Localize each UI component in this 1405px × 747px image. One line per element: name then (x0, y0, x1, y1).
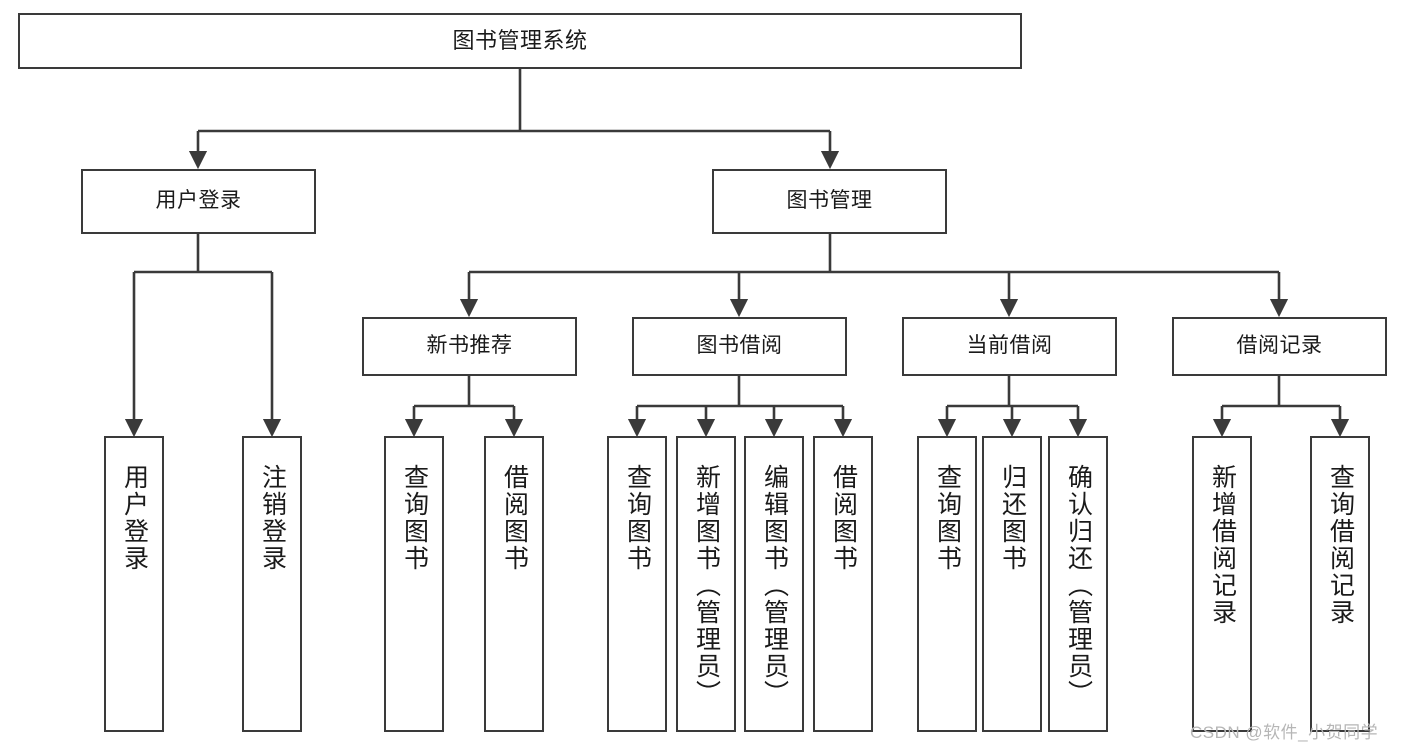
leaf-add-book-admin-label: 新增图书（管理员） (692, 464, 721, 707)
leaf-borrow-book-newbook-label: 借阅图书 (500, 464, 529, 572)
leaf-borrow-book-newbook[interactable]: 借阅图书 (484, 436, 544, 732)
leaf-borrow-book[interactable]: 借阅图书 (813, 436, 873, 732)
node-root-label: 图书管理系统 (452, 28, 588, 54)
leaf-confirm-return-admin[interactable]: 确认归还（管理员） (1048, 436, 1108, 732)
node-new-book-recommend[interactable]: 新书推荐 (362, 317, 577, 376)
leaf-edit-book-admin-label: 编辑图书（管理员） (760, 464, 789, 707)
node-current-borrow[interactable]: 当前借阅 (902, 317, 1117, 376)
node-current-borrow-label: 当前借阅 (966, 334, 1053, 358)
node-book-management-label: 图书管理 (786, 189, 873, 213)
leaf-return-book[interactable]: 归还图书 (982, 436, 1042, 732)
leaf-query-borrow-record[interactable]: 查询借阅记录 (1310, 436, 1370, 732)
leaf-user-login[interactable]: 用户登录 (104, 436, 164, 732)
leaf-query-book-borrow[interactable]: 查询图书 (607, 436, 667, 732)
node-root[interactable]: 图书管理系统 (18, 13, 1022, 69)
node-book-borrow[interactable]: 图书借阅 (632, 317, 847, 376)
leaf-logout-label: 注销登录 (258, 464, 287, 572)
node-new-book-recommend-label: 新书推荐 (426, 334, 513, 358)
node-borrow-records-label: 借阅记录 (1236, 334, 1323, 358)
leaf-add-borrow-record-label: 新增借阅记录 (1208, 464, 1237, 626)
leaf-add-book-admin[interactable]: 新增图书（管理员） (676, 436, 736, 732)
csdn-watermark: CSDN @软件_小贺同学 (1190, 723, 1379, 742)
leaf-query-book-current-label: 查询图书 (933, 464, 962, 572)
leaf-query-book-newbook[interactable]: 查询图书 (384, 436, 444, 732)
leaf-borrow-book-label: 借阅图书 (829, 464, 858, 572)
leaf-query-book-borrow-label: 查询图书 (623, 464, 652, 572)
node-user-login[interactable]: 用户登录 (81, 169, 316, 234)
leaf-confirm-return-admin-label: 确认归还（管理员） (1064, 464, 1093, 707)
leaf-return-book-label: 归还图书 (998, 464, 1027, 572)
node-user-login-label: 用户登录 (155, 189, 242, 213)
leaf-logout[interactable]: 注销登录 (242, 436, 302, 732)
leaf-query-borrow-record-label: 查询借阅记录 (1326, 464, 1355, 626)
leaf-edit-book-admin[interactable]: 编辑图书（管理员） (744, 436, 804, 732)
leaf-query-book-newbook-label: 查询图书 (400, 464, 429, 572)
node-borrow-records[interactable]: 借阅记录 (1172, 317, 1387, 376)
leaf-add-borrow-record[interactable]: 新增借阅记录 (1192, 436, 1252, 732)
leaf-user-login-label: 用户登录 (120, 464, 149, 572)
leaf-query-book-current[interactable]: 查询图书 (917, 436, 977, 732)
node-book-borrow-label: 图书借阅 (696, 334, 783, 358)
node-book-management[interactable]: 图书管理 (712, 169, 947, 234)
